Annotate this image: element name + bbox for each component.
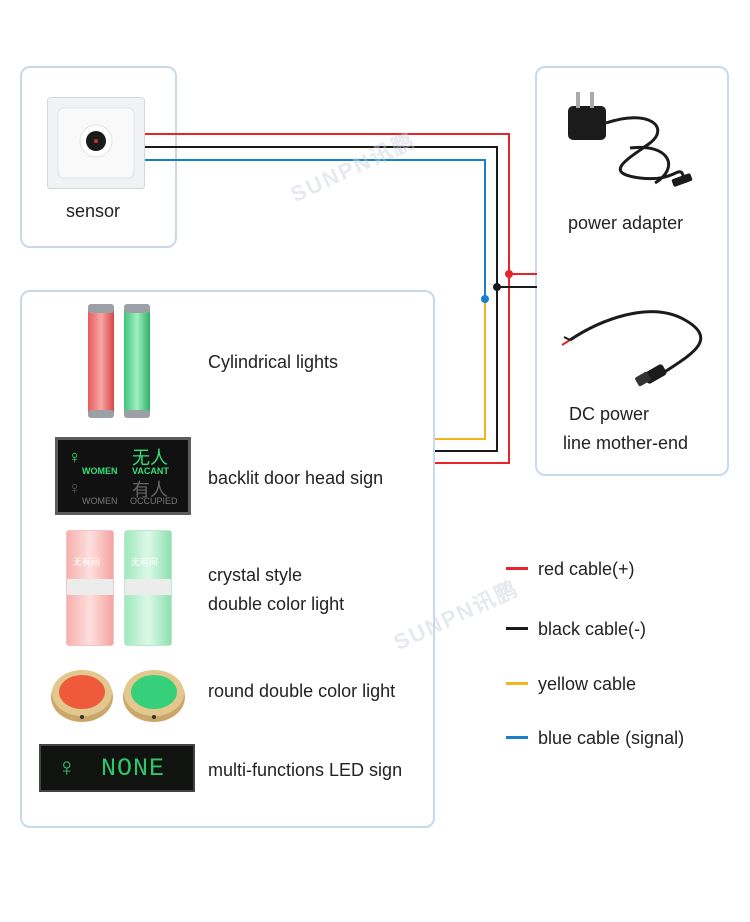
legend-swatch-black (506, 627, 528, 630)
sign-women-bottom: WOMEN (82, 496, 118, 506)
led-person-icon: ♀ (57, 752, 77, 782)
black-junction (493, 283, 501, 291)
red-junction (505, 270, 513, 278)
sign-occupied-cn: 有人 (132, 480, 168, 501)
adapter-panel (535, 66, 729, 476)
legend-swatch-blue (506, 736, 528, 739)
backlit-door-sign: ♀ WOMEN 无人 VACANT ♀ WOMEN 有人 OCCUPIED (55, 437, 191, 515)
dc-power-label-2: line mother-end (563, 433, 689, 453)
legend-swatch-yellow (506, 682, 528, 685)
yellow-cable (435, 300, 486, 440)
crystal-text: 无有间 (131, 557, 159, 567)
black-cable (143, 146, 498, 452)
women-icon-dim: ♀ (68, 478, 82, 498)
women-icon: ♀ (68, 447, 82, 467)
cylindrical-lights-label: Cylindrical lights (208, 352, 339, 372)
crystal-text: 无有间 (73, 557, 101, 567)
legend-label-red: red cable(+) (538, 559, 635, 579)
crystal-light-green: 无有间 (124, 530, 172, 646)
dc-power-label-1: DC power (569, 404, 650, 424)
led-sign: ♀ NONE (39, 744, 195, 792)
sign-women-top: WOMEN (82, 466, 118, 476)
backlit-sign-label: backlit door head sign (208, 468, 384, 488)
led-sign-label: multi-functions LED sign (208, 760, 403, 780)
round-light-red (50, 667, 114, 723)
blue-junction (481, 295, 489, 303)
led-sign-text: NONE (101, 754, 166, 783)
sign-vacant-cn: 无人 (132, 448, 168, 469)
crystal-band (125, 579, 171, 595)
sensor-label: sensor (66, 201, 121, 221)
blue-cable (143, 159, 486, 300)
round-light-label: round double color light (208, 681, 396, 701)
sign-occupied: OCCUPIED (130, 496, 178, 506)
legend-label-black: black cable(-) (538, 619, 647, 639)
red-cable (143, 133, 510, 464)
crystal-band (67, 579, 113, 595)
sign-vacant: VACANT (132, 466, 169, 476)
legend-label-yellow: yellow cable (538, 674, 637, 694)
power-adapter-label: power adapter (568, 213, 684, 233)
power-adapter-image (560, 88, 700, 200)
crystal-light-red: 无有间 (66, 530, 114, 646)
round-light-green (122, 667, 186, 723)
cylindrical-lights-image (85, 302, 155, 420)
dc-power-line-image (560, 300, 710, 392)
legend-swatch-red (506, 567, 528, 570)
legend-label-blue: blue cable (signal) (538, 728, 685, 748)
crystal-label-1: crystal style (208, 565, 303, 585)
sensor-image (47, 97, 145, 189)
crystal-label-2: double color light (208, 594, 345, 614)
